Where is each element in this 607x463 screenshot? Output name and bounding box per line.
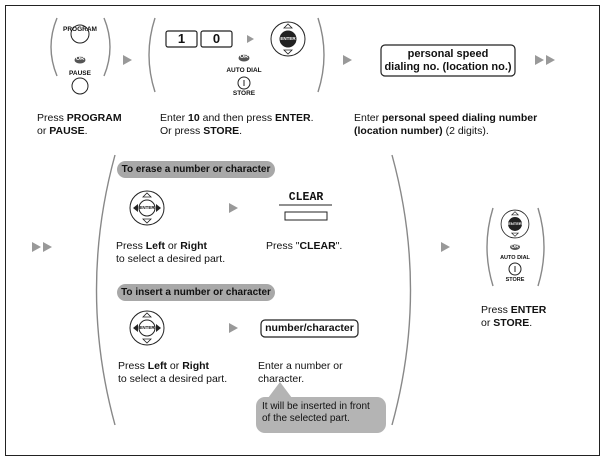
speed-dial-box — [380, 44, 516, 77]
navigator-enter-icon — [500, 209, 530, 239]
insert-pill: To insert a number or character — [117, 284, 275, 301]
final-right-paren — [537, 207, 545, 287]
double-arrow-icon — [32, 242, 41, 252]
store-label: STORE — [505, 277, 525, 283]
pause-label: PAUSE — [69, 70, 91, 77]
final-caption: Press ENTER or STORE. — [481, 304, 547, 329]
step1-left-paren — [50, 17, 58, 77]
or-badge-icon — [510, 244, 520, 250]
enter-label: ENTER — [139, 205, 155, 210]
arrow-icon — [229, 203, 238, 213]
bubble-tail — [268, 382, 292, 398]
double-arrow-icon — [546, 55, 555, 65]
or-badge-icon — [74, 56, 86, 64]
step1-caption: Press PROGRAM or PAUSE. — [37, 112, 122, 137]
enter-label: ENTER — [508, 221, 522, 226]
or-label: OR — [511, 244, 519, 250]
navigator-enter-icon — [270, 21, 306, 57]
enter-label: ENTER — [280, 36, 296, 41]
key-0-icon — [200, 30, 233, 48]
clear-label: CLEAR — [288, 191, 324, 204]
auto-dial-label: AUTO DIAL — [226, 67, 262, 74]
enter-character-caption: Enter a number or character. — [258, 360, 343, 385]
key-0-label: 0 — [212, 31, 221, 46]
clear-caption: Press "CLEAR". — [266, 240, 343, 252]
program-label: PROGRAM — [63, 26, 97, 33]
navigator-left-right-icon — [129, 310, 165, 346]
program-button-icon — [70, 24, 90, 44]
or-label: OR — [75, 56, 85, 62]
pause-button-icon — [71, 77, 89, 95]
clear-key-icon — [284, 211, 328, 221]
step2-left-paren — [148, 17, 156, 93]
arrow-icon — [229, 323, 238, 333]
edit-left-paren — [95, 154, 116, 426]
key-1-icon — [165, 30, 198, 48]
or-label: OR — [239, 54, 249, 60]
enter-label: ENTER — [139, 325, 155, 330]
insert-note-bubble: It will be inserted in front of the sele… — [256, 397, 386, 433]
insert-lr-caption: Press Left or Right to select a desired … — [118, 360, 228, 385]
arrow-icon — [441, 242, 450, 252]
double-arrow-icon — [535, 55, 544, 65]
or-badge-icon — [238, 54, 250, 62]
step3-caption: Enter personal speed dialing number (loc… — [354, 112, 538, 137]
double-arrow-icon — [43, 242, 52, 252]
step2-caption: Enter 10 and then press ENTER. Or press … — [160, 112, 314, 137]
bubble-line-1: It will be inserted in front — [262, 401, 370, 412]
number-character-text: number/character — [265, 322, 354, 334]
step1-right-paren — [103, 17, 111, 77]
final-left-paren — [486, 207, 494, 287]
edit-right-paren — [391, 154, 412, 426]
store-label: STORE — [232, 90, 256, 97]
step2-right-paren — [317, 17, 325, 93]
speed-dial-line-2: dialing no. (location no.) — [384, 61, 512, 73]
arrow-icon — [343, 55, 352, 65]
navigator-left-right-icon — [129, 190, 165, 226]
erase-pill: To erase a number or character — [117, 161, 275, 178]
number-character-box — [260, 319, 359, 338]
speed-dial-box-text: personal speed dialing no. (location no.… — [381, 48, 515, 74]
bubble-line-2: of the selected part. — [262, 413, 350, 424]
key-1-label: 1 — [177, 31, 186, 46]
arrow-icon — [123, 55, 132, 65]
arrow-icon — [247, 35, 254, 43]
erase-lr-caption: Press Left or Right to select a desired … — [116, 240, 226, 265]
speed-dial-line-1: personal speed — [407, 48, 489, 60]
auto-dial-label: AUTO DIAL — [500, 255, 530, 261]
